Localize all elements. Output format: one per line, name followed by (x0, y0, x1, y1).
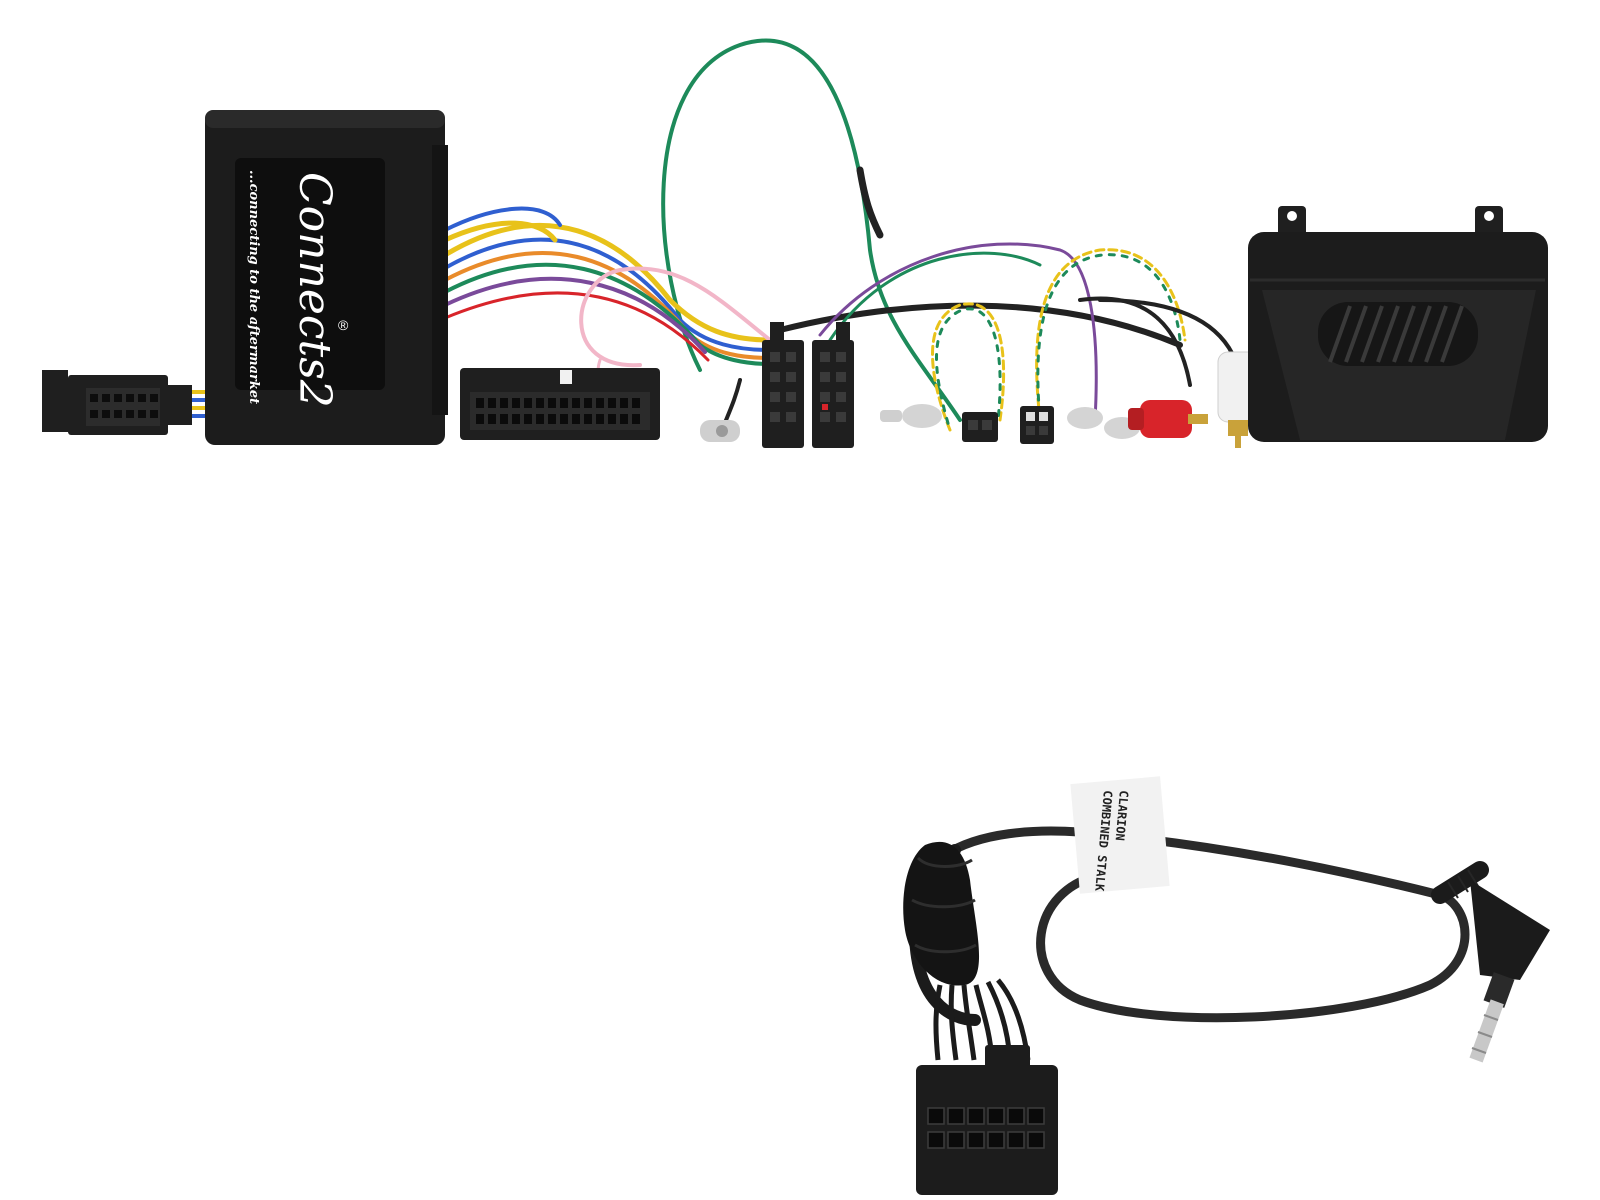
iso-speaker-connector (812, 322, 854, 448)
patch-lead-label: CLARION COMBINED STALK (1070, 776, 1170, 894)
patch-lead-3-5mm-jack (1431, 861, 1550, 1063)
pink-wire (579, 266, 772, 368)
velcro-wrap (903, 841, 980, 986)
sensor-housing (1248, 206, 1548, 442)
trademark-symbol: ® (338, 317, 349, 333)
twisted-pair-left (931, 302, 1006, 432)
small-2pin-connector (962, 412, 998, 442)
twisted-pair-right (1035, 248, 1187, 422)
patch-lead (908, 826, 1470, 1026)
patch-lead-12pin-connector (916, 1045, 1058, 1195)
patch-lead-cable (940, 826, 1445, 900)
logo-tagline: ...connecting to the aftermarket (246, 170, 261, 404)
logo-brand: Connects2 (289, 172, 340, 408)
head-unit-multipin-connector (460, 368, 660, 440)
sensor-grille (1318, 302, 1478, 366)
antenna-plug-left (700, 420, 740, 442)
label-line-1: CLARION (1113, 790, 1131, 842)
bullet-connectors (880, 404, 1140, 439)
iso-power-connector (762, 322, 804, 448)
rca-plug-red (1128, 400, 1208, 438)
small-4pin-connector (1020, 406, 1054, 444)
left-vehicle-connector (42, 370, 192, 435)
green-loop-wire (661, 38, 962, 422)
interface-box: ...connecting to the aftermarket Connect… (205, 110, 448, 445)
black-loop-wire (856, 166, 884, 239)
logo-label (235, 158, 385, 390)
